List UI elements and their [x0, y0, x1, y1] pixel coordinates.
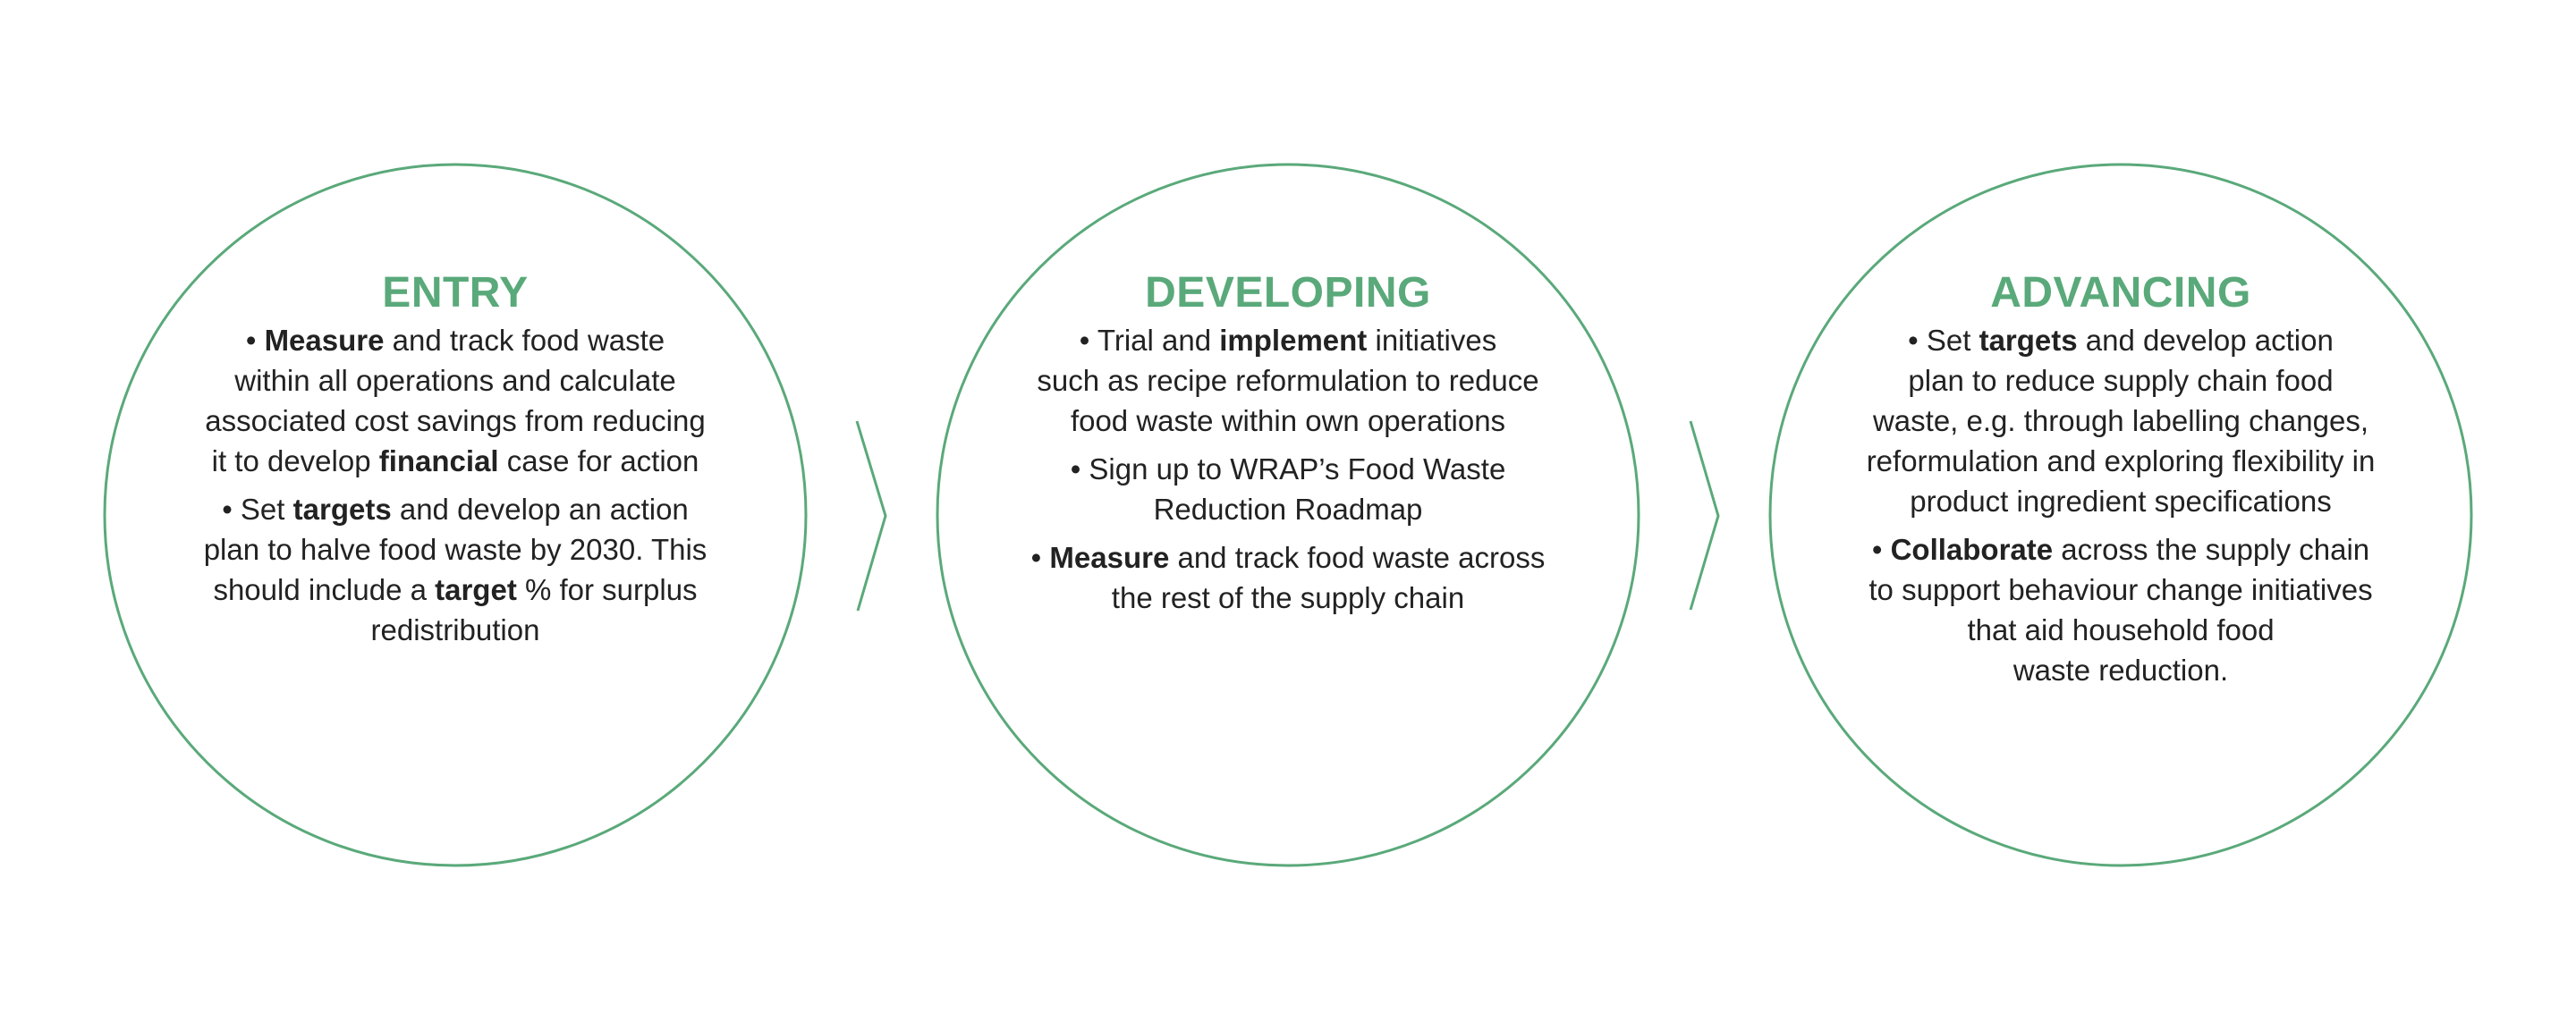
bullet-list: • Measure and track food waste within all…: [142, 320, 768, 650]
text-segment: •: [1030, 541, 1050, 574]
text-segment: such as recipe reformulation to reduce: [1037, 364, 1539, 397]
bullet-line: within all operations and calculate: [142, 360, 768, 401]
text-segment: redistribution: [370, 613, 540, 646]
bullet-list: • Set targets and develop action plan to …: [1808, 320, 2434, 690]
bullet-line: plan to halve food waste by 2030. This: [142, 529, 768, 570]
stage-title: DEVELOPING: [1145, 269, 1431, 317]
bullet-line: that aid household food: [1808, 610, 2434, 650]
bullet-line: plan to reduce supply chain food: [1808, 360, 2434, 401]
text-segment: % for surplus: [516, 573, 698, 606]
text-segment: • Sign up to WRAP’s Food Waste: [1070, 452, 1506, 485]
bullet-item: • Set targets and develop an action plan …: [142, 489, 768, 650]
bullet-line: product ingredient specifications: [1808, 481, 2434, 521]
bullet-line: such as recipe reformulation to reduce: [975, 360, 1601, 401]
bullet-line: should include a target % for surplus: [142, 570, 768, 610]
text-segment: • Set: [222, 493, 293, 526]
bullet-line: food waste within own operations: [975, 401, 1601, 441]
text-segment: the rest of the supply chain: [1111, 581, 1465, 614]
text-segment: associated cost savings from reducing: [205, 404, 706, 437]
stage-advancing: ADVANCING • Set targets and develop acti…: [1808, 268, 2434, 698]
text-segment: to support behaviour change initiatives: [1868, 573, 2373, 606]
bold-keyword: target: [435, 573, 517, 606]
text-segment: and track food waste across: [1169, 541, 1546, 574]
bullet-line: to support behaviour change initiatives: [1808, 570, 2434, 610]
bullet-line: waste reduction.: [1808, 650, 2434, 690]
text-segment: plan to halve food waste by 2030. This: [203, 533, 708, 566]
bullet-line: • Sign up to WRAP’s Food Waste: [975, 449, 1601, 489]
text-segment: should include a: [213, 573, 436, 606]
stage-title: ADVANCING: [1990, 269, 2251, 317]
stage-circle-developing: [936, 163, 1640, 867]
text-segment: plan to reduce supply chain food: [1908, 364, 2334, 397]
text-segment: • Trial and: [1079, 324, 1220, 357]
bold-keyword: financial: [378, 444, 499, 477]
stage-entry: ENTRY • Measure and track food waste with…: [142, 268, 768, 658]
bullet-line: Reduction Roadmap: [975, 489, 1601, 529]
stage-title: ENTRY: [382, 269, 529, 317]
text-segment: Reduction Roadmap: [1153, 493, 1423, 526]
bold-keyword: Collaborate: [1890, 533, 2054, 566]
chevron-right-icon: [1689, 420, 1720, 611]
bullet-line: • Trial and implement initiatives: [975, 320, 1601, 360]
bullet-line: • Measure and track food waste across: [975, 537, 1601, 578]
bullet-line: • Measure and track food waste: [142, 320, 768, 360]
text-segment: case for action: [498, 444, 699, 477]
text-segment: •: [245, 324, 265, 357]
bullet-list: • Trial and implement initiatives such as…: [975, 320, 1601, 618]
text-segment: it to develop: [211, 444, 379, 477]
text-segment: that aid household food: [1967, 613, 2275, 646]
stage-circle-entry: [103, 163, 808, 867]
bullet-line: • Set targets and develop an action: [142, 489, 768, 529]
bold-keyword: implement: [1219, 324, 1368, 357]
text-segment: across the supply chain: [2053, 533, 2370, 566]
bullet-line: it to develop financial case for action: [142, 441, 768, 481]
bullet-item: • Set targets and develop action plan to …: [1808, 320, 2434, 521]
bullet-item: • Measure and track food waste within all…: [142, 320, 768, 481]
bold-keyword: Measure: [1049, 541, 1170, 574]
text-segment: reformulation and exploring flexibility …: [1866, 444, 2376, 477]
bullet-line: • Set targets and develop action: [1808, 320, 2434, 360]
bullet-item: • Trial and implement initiatives such as…: [975, 320, 1601, 441]
text-segment: within all operations and calculate: [234, 364, 676, 397]
text-segment: initiatives: [1367, 324, 1497, 357]
text-segment: waste reduction.: [2012, 654, 2229, 687]
stage-developing: DEVELOPING • Trial and implement initiat…: [975, 268, 1601, 626]
bullet-line: the rest of the supply chain: [975, 578, 1601, 618]
text-segment: and develop an action: [391, 493, 689, 526]
text-segment: • Set: [1908, 324, 1979, 357]
chevron-right-icon: [855, 420, 887, 612]
bullet-line: associated cost savings from reducing: [142, 401, 768, 441]
bold-keyword: targets: [1979, 324, 2078, 357]
bold-keyword: targets: [292, 493, 392, 526]
bullet-line: redistribution: [142, 610, 768, 650]
bullet-line: waste, e.g. through labelling changes,: [1808, 401, 2434, 441]
text-segment: and develop action: [2077, 324, 2334, 357]
text-segment: •: [1871, 533, 1891, 566]
text-segment: product ingredient specifications: [1910, 485, 2332, 518]
bullet-line: • Collaborate across the supply chain: [1808, 529, 2434, 570]
bold-keyword: Measure: [264, 324, 385, 357]
text-segment: food waste within own operations: [1070, 404, 1506, 437]
stage-circle-advancing: [1768, 163, 2473, 867]
text-segment: and track food waste: [384, 324, 665, 357]
bullet-line: reformulation and exploring flexibility …: [1808, 441, 2434, 481]
text-segment: waste, e.g. through labelling changes,: [1872, 404, 2369, 437]
